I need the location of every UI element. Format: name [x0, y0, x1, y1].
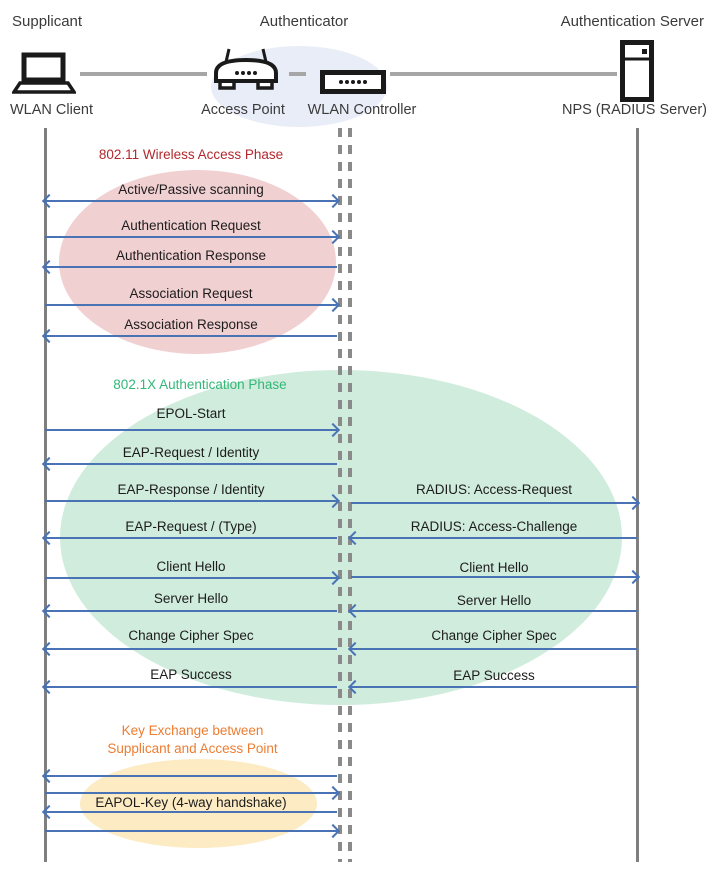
message-label: Association Request — [129, 286, 253, 301]
message-label: EAP-Request / Identity — [122, 445, 260, 460]
message-arrow — [347, 641, 637, 657]
message-arrow — [41, 193, 341, 209]
device-label-wlan-client: WLAN Client — [10, 102, 93, 118]
message-arrow — [347, 530, 637, 546]
message-label: EAP-Response / Identity — [117, 482, 265, 497]
lifeline-wlan-client — [44, 128, 47, 862]
message-label: Active/Passive scanning — [118, 182, 264, 197]
message-arrow — [45, 229, 341, 245]
connector-controller-server — [390, 72, 617, 76]
message-arrow — [347, 679, 637, 695]
message-arrow — [351, 569, 641, 585]
message-label: Authentication Request — [121, 218, 261, 233]
message-arrow — [41, 804, 337, 820]
lifeline-radius-server — [636, 128, 639, 862]
message-label: Change Cipher Spec — [431, 628, 557, 643]
access-point-icon — [214, 48, 278, 90]
message-label: Client Hello — [156, 559, 226, 574]
message-arrow — [351, 495, 641, 511]
message-arrow — [45, 570, 341, 586]
device-label-access-point: Access Point — [201, 102, 285, 118]
phase1-title: 802.11 Wireless Access Phase — [98, 147, 284, 162]
role-label-authenticator: Authenticator — [259, 13, 349, 30]
message-label: Server Hello — [456, 593, 532, 608]
message-label: EAP-Request / (Type) — [125, 519, 257, 534]
message-arrow — [41, 641, 337, 657]
lifeline-access-point — [338, 128, 342, 862]
message-arrow — [41, 679, 337, 695]
wlan-controller-icon — [320, 70, 386, 94]
phase2-title: 802.1X Authentication Phase — [113, 377, 287, 392]
message-label: Association Response — [124, 317, 258, 332]
message-label: EPOL-Start — [156, 406, 226, 421]
message-arrow — [45, 493, 341, 509]
message-label: EAPOL-Key (4-way handshake) — [95, 795, 287, 810]
message-label: Client Hello — [459, 560, 529, 575]
server-icon — [620, 40, 654, 102]
device-label-wlan-controller: WLAN Controller — [307, 102, 417, 118]
message-arrow — [45, 785, 341, 801]
message-label: EAP Success — [150, 667, 232, 682]
message-arrow — [41, 603, 337, 619]
message-label: EAP Success — [453, 668, 535, 683]
message-label: Change Cipher Spec — [128, 628, 254, 643]
message-arrow — [347, 603, 637, 619]
message-arrow — [45, 297, 341, 313]
message-arrow — [45, 422, 341, 438]
message-label: Server Hello — [153, 591, 229, 606]
laptop-icon — [12, 52, 76, 94]
role-label-authentication-server: Authentication Server — [560, 13, 704, 30]
message-arrow — [41, 456, 337, 472]
message-arrow — [41, 530, 337, 546]
message-arrow — [45, 823, 341, 839]
phase3-title: Key Exchange between Supplicant and Acce… — [45, 722, 340, 758]
phase3-title-line1: Key Exchange between — [121, 723, 264, 738]
message-arrow — [41, 768, 337, 784]
message-label: RADIUS: Access-Challenge — [410, 519, 578, 534]
lifeline-wlan-controller — [348, 128, 352, 862]
message-label: RADIUS: Access-Request — [415, 482, 573, 497]
message-label: Authentication Response — [115, 248, 267, 263]
phase3-title-line2: Supplicant and Access Point — [107, 741, 278, 756]
connector-ap-controller — [289, 72, 306, 76]
message-arrow — [41, 328, 337, 344]
message-arrow — [41, 259, 337, 275]
connector-client-ap — [80, 72, 207, 76]
phase3-ellipse — [80, 759, 317, 848]
device-label-nps-radius-server: NPS (RADIUS Server) — [561, 102, 707, 118]
role-label-supplicant: Supplicant — [12, 13, 83, 30]
